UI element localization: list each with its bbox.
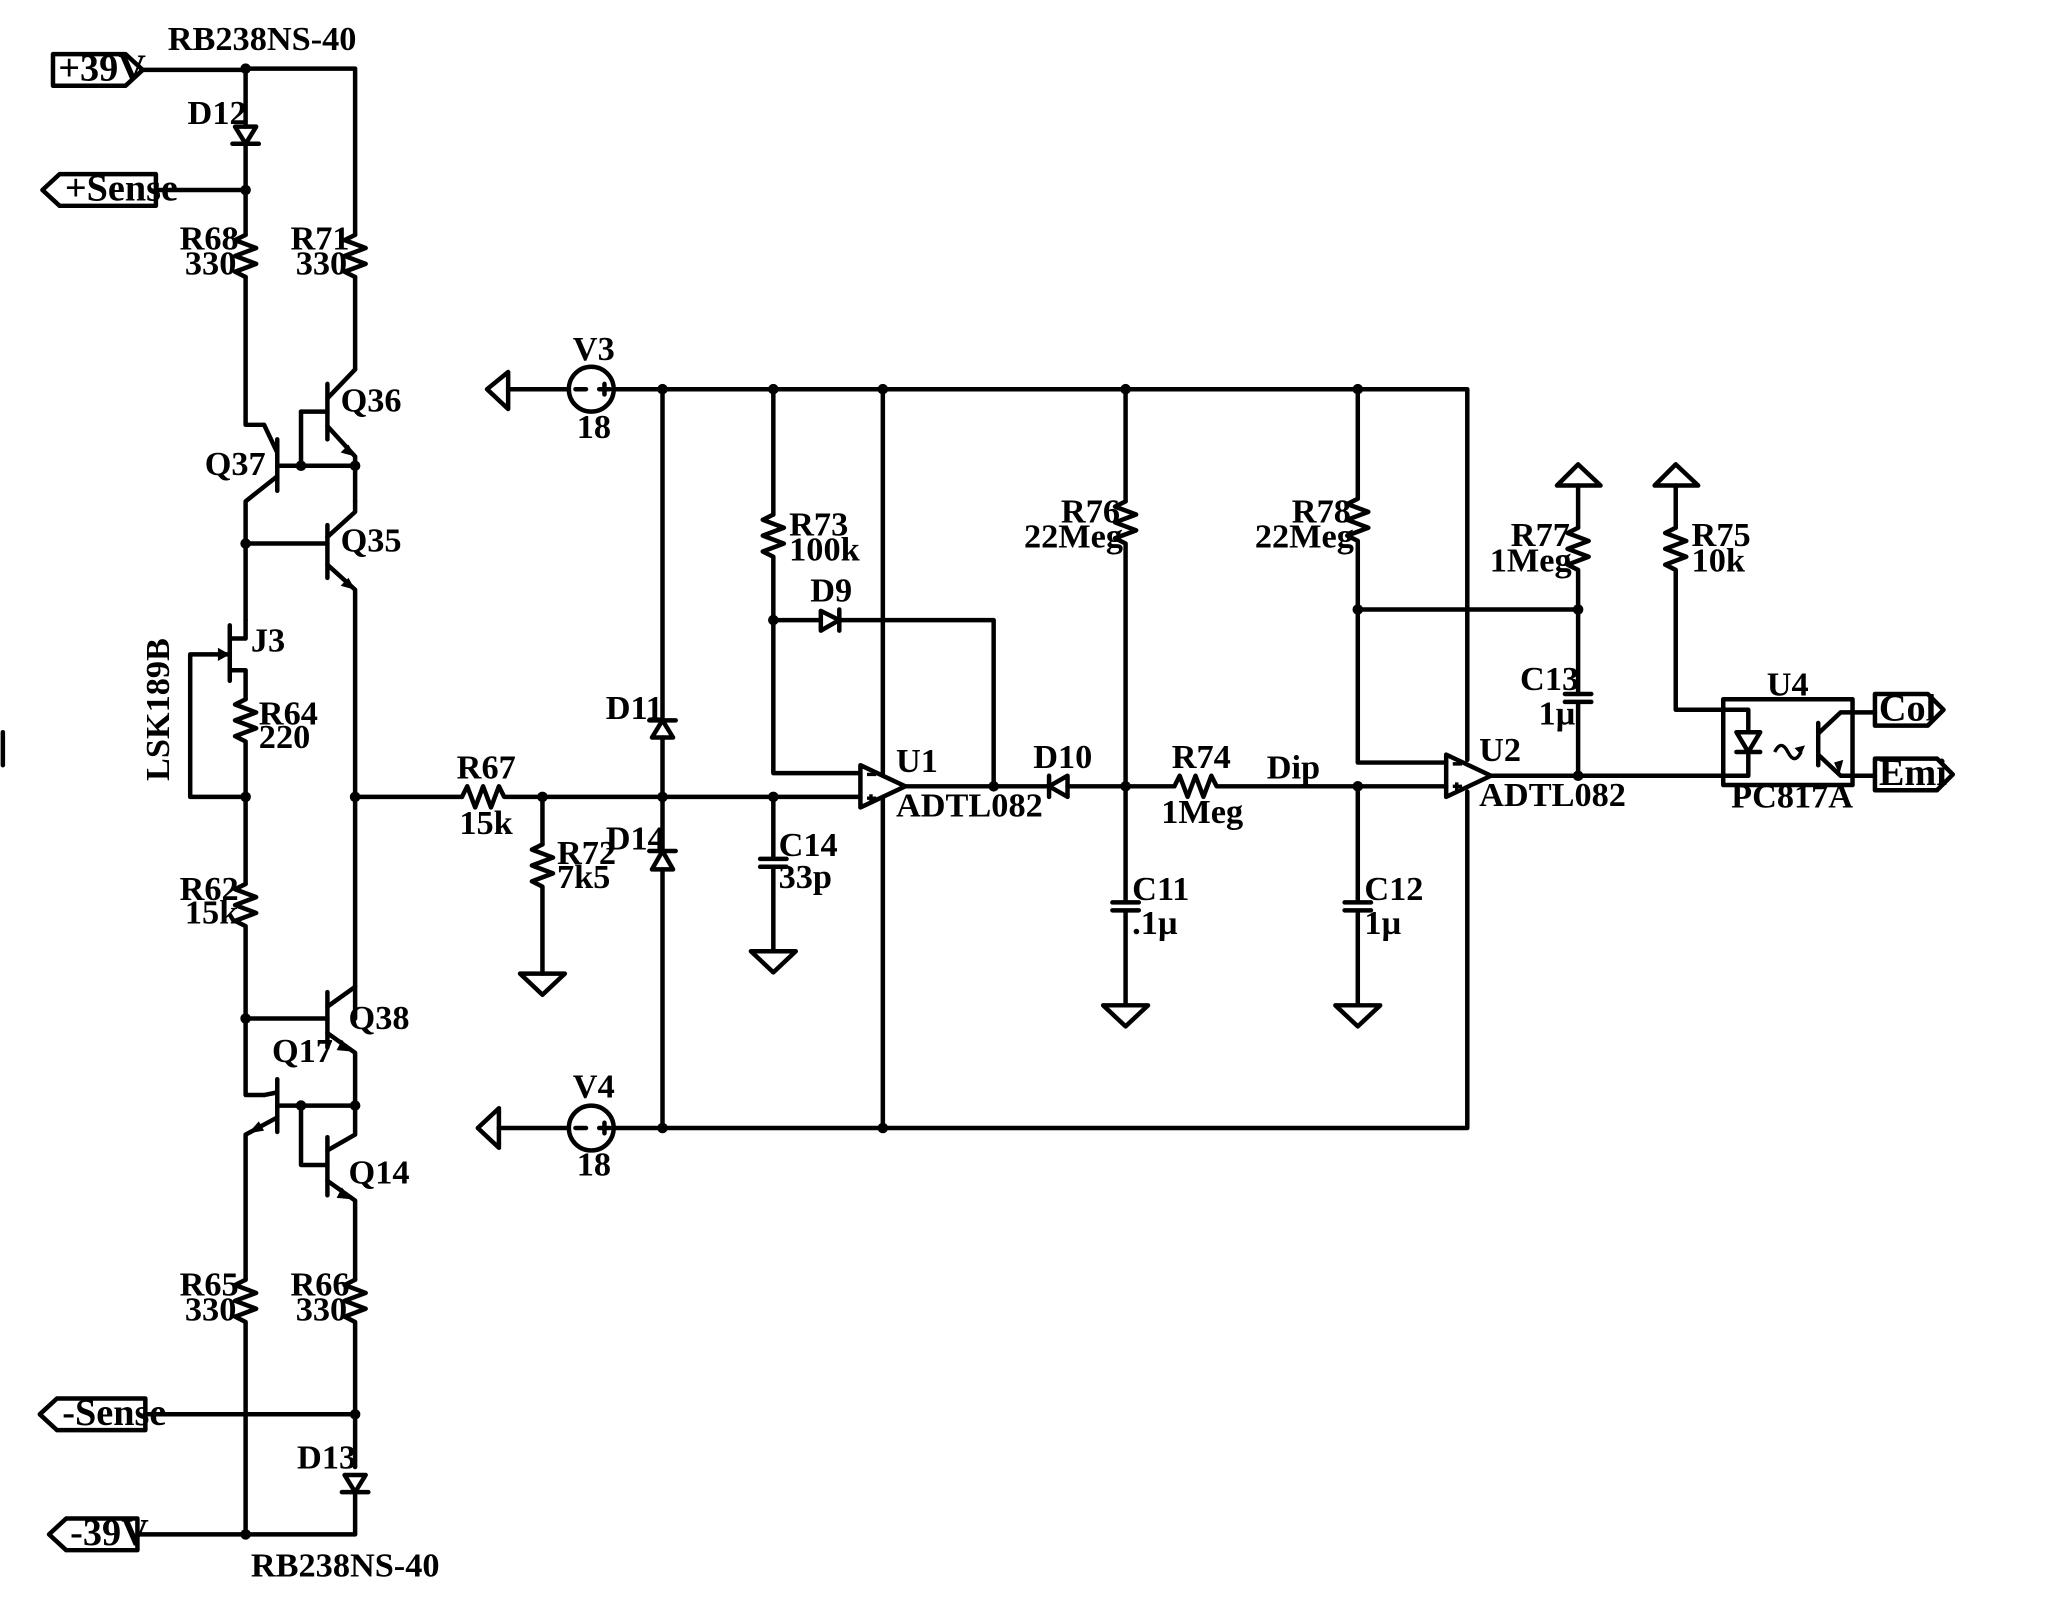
value-r76: 22Meg <box>1024 518 1123 556</box>
detector-network <box>1046 383 1740 1029</box>
value-r74: 1Meg <box>1161 793 1243 831</box>
label-q14: Q14 <box>349 1153 410 1191</box>
label-r65: R65 <box>180 1266 239 1304</box>
label-c13: C13 <box>1520 660 1579 698</box>
value-r77: 1Meg <box>1490 541 1572 579</box>
value-c11: .1µ <box>1132 904 1178 942</box>
value-r75: 10k <box>1692 541 1746 579</box>
label-r64: R64 <box>259 694 318 732</box>
label-lsk189b: LSK189B <box>139 638 177 781</box>
port-minus-39v: -39V <box>70 1512 149 1554</box>
label-d14: D14 <box>606 820 665 858</box>
value-c14: 33p <box>779 858 832 896</box>
port-minus-sense: -Sense <box>62 1392 166 1434</box>
port-flags <box>0 51 1956 1553</box>
label-q35: Q35 <box>341 521 402 559</box>
transistor-q35 <box>243 499 358 1021</box>
opamp-u1 <box>858 386 1052 1131</box>
label-rb-top: RB238NS-40 <box>168 20 357 58</box>
label-r73: R73 <box>789 506 848 544</box>
value-r72: 7k5 <box>557 858 610 896</box>
port-col: Col <box>1879 687 1936 729</box>
label-r74: R74 <box>1172 738 1231 776</box>
label-q37: Q37 <box>205 445 266 483</box>
part-u1: ADTL082 <box>896 787 1043 825</box>
value-c12: 1µ <box>1364 904 1401 942</box>
output-stage <box>135 63 465 1540</box>
label-rb-bottom: RB238NS-40 <box>251 1547 440 1585</box>
transistor-q38 <box>243 984 358 1108</box>
value-r73: 100k <box>789 531 860 569</box>
label-r66: R66 <box>290 1266 349 1304</box>
label-c11: C11 <box>1132 870 1189 908</box>
value-v3: 18 <box>577 408 611 446</box>
label-dip: Dip <box>1267 748 1320 786</box>
value-r62: 15k <box>185 894 239 932</box>
label-r62: R62 <box>180 870 239 908</box>
input-network <box>459 364 1470 1153</box>
value-c13: 1µ <box>1539 694 1576 732</box>
part-u4: PC817A <box>1731 777 1853 815</box>
value-r71: 330 <box>296 244 347 282</box>
diode-d13 <box>243 1472 371 1537</box>
label-v4: V4 <box>573 1068 615 1106</box>
label-c14: C14 <box>779 826 838 864</box>
port-emi: Emi <box>1879 752 1947 794</box>
opamp-u2 <box>1443 752 1740 800</box>
label-r78: R78 <box>1292 492 1351 530</box>
value-r68: 330 <box>185 244 236 282</box>
label-q38: Q38 <box>349 999 410 1037</box>
transistor-q17 <box>243 1076 304 1282</box>
value-r78: 22Meg <box>1255 518 1354 556</box>
label-u1: U1 <box>896 742 938 780</box>
port-plus-sense: +Sense <box>65 168 178 210</box>
label-d12: D12 <box>188 94 247 132</box>
label-d11: D11 <box>606 689 663 727</box>
value-r65: 330 <box>185 1291 236 1329</box>
transistor-q14 <box>298 1103 358 1282</box>
label-q36: Q36 <box>341 382 402 420</box>
label-d9: D9 <box>810 572 852 610</box>
label-r71: R71 <box>290 219 349 257</box>
optocoupler-u4 <box>1720 696 1878 788</box>
transistor-q37 <box>243 422 304 546</box>
value-r64: 220 <box>259 718 310 756</box>
label-d10: D10 <box>1033 738 1092 776</box>
label-v3: V3 <box>573 330 615 368</box>
label-r76: R76 <box>1061 492 1120 530</box>
label-r72: R72 <box>557 834 616 872</box>
source-v4 <box>475 789 1470 1153</box>
value-v4: 18 <box>577 1146 611 1184</box>
label-u4: U4 <box>1767 665 1809 703</box>
value-r66: 330 <box>296 1291 347 1329</box>
port-plus-39v: +39V <box>58 47 146 89</box>
label-q17: Q17 <box>272 1032 333 1070</box>
label-r67: R67 <box>457 748 516 786</box>
schematic-labels: +39V +Sense -Sense -39V Col Emi RB238NS-… <box>58 20 1947 1584</box>
part-u2: ADTL082 <box>1479 776 1626 814</box>
label-c12: C12 <box>1364 870 1423 908</box>
label-r68: R68 <box>180 219 239 257</box>
label-r75: R75 <box>1692 516 1751 554</box>
label-d13: D13 <box>297 1438 356 1476</box>
source-v3 <box>484 364 1470 763</box>
label-u2: U2 <box>1479 731 1521 769</box>
label-r77: R77 <box>1511 516 1570 554</box>
jfet-j3 <box>187 541 248 800</box>
label-j3: J3 <box>251 622 285 660</box>
value-r67: 15k <box>459 804 513 842</box>
